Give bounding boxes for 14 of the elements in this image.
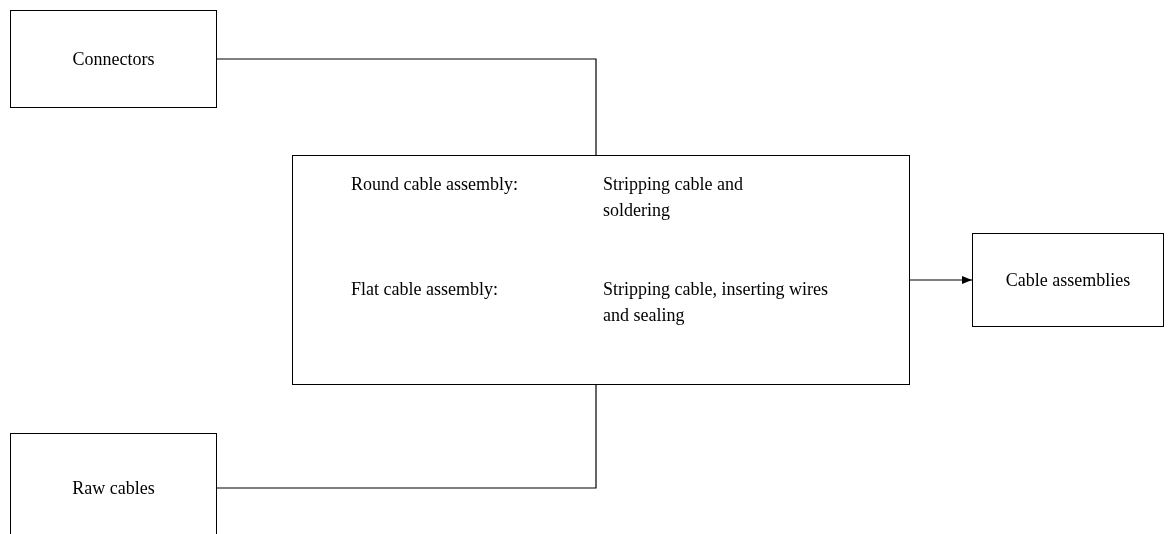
category-label: Round cable assembly: — [351, 173, 519, 196]
category-label: Flat cable assembly: — [351, 278, 499, 301]
connector-line — [216, 58, 597, 156]
box-label: Raw cables — [71, 477, 156, 500]
step-description: Stripping cable and soldering — [603, 173, 744, 222]
box-label: Cable assemblies — [1004, 269, 1132, 292]
arrow — [909, 276, 973, 284]
process-box — [10, 10, 217, 108]
process-box — [292, 155, 910, 385]
connector-line — [216, 384, 597, 489]
process-box — [10, 433, 217, 534]
process-box — [972, 233, 1164, 327]
step-description: Stripping cable, inserting wires and sealing — [603, 278, 829, 327]
box-label: Connectors — [71, 48, 156, 71]
